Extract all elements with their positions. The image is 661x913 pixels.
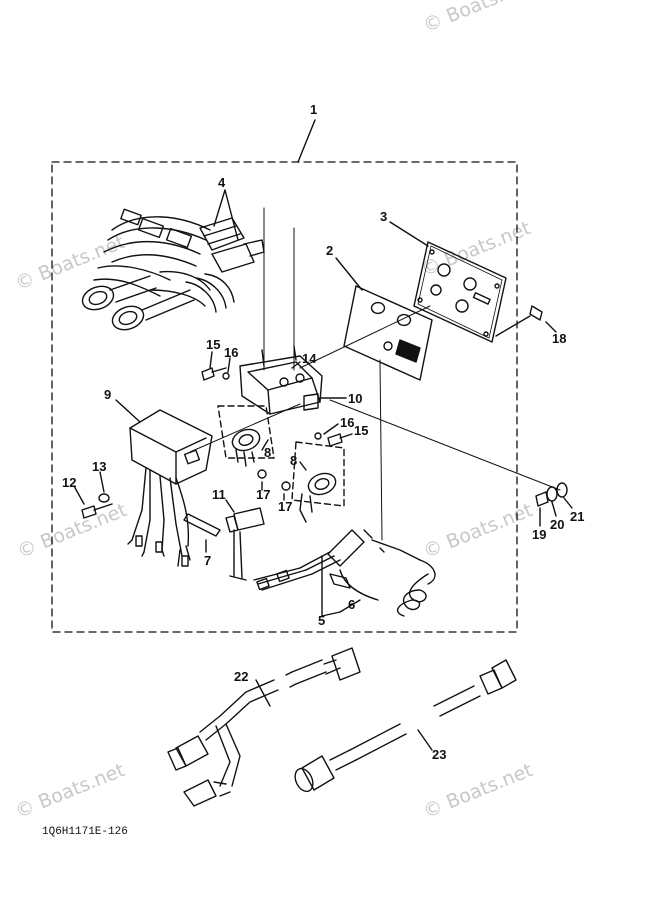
callout-17-lower: 17 [278,499,293,514]
bar-7 [183,513,221,537]
callout-20: 20 [550,517,565,532]
leader-4 [213,189,239,241]
callout-5: 5 [318,613,326,628]
leader-16 [227,357,231,373]
leader-20 [551,501,557,517]
callout-6: 6 [348,597,356,612]
leader-6 [339,599,361,613]
callout-16-left: 16 [224,345,239,360]
lanyard-6 [329,539,436,617]
leader-8b [299,461,307,471]
screw-12 [81,503,113,519]
callout-14: 14 [302,351,317,366]
callout-11: 11 [212,487,226,502]
plate-2 [343,285,433,381]
callout-17-upper: 17 [256,487,271,502]
leader-1 [297,119,316,163]
leader-22 [255,679,271,707]
leader-2 [335,257,363,291]
callout-12: 12 [62,475,77,490]
switch-8-upper [217,405,275,467]
leader-12 [73,485,85,505]
screw-18 [495,305,543,337]
callout-2: 2 [326,243,334,258]
leader-3 [389,221,429,247]
washer-13 [98,493,110,503]
screw-15-right [327,433,353,447]
switch-8-lower [291,441,345,523]
leader-18 [545,321,557,333]
washer-16-right [314,432,322,440]
washer-21 [556,482,568,498]
callout-7: 7 [204,553,212,568]
wire-harness-4 [81,208,265,331]
leader-15 [209,351,213,369]
cable-22 [167,647,361,807]
leader-13 [99,471,105,493]
callout-23: 23 [432,747,447,762]
leader-11 [225,499,235,513]
callout-4: 4 [218,175,226,190]
callout-8-upper: 8 [264,445,272,460]
leader-16r [323,423,339,435]
part-11 [225,507,265,581]
washer-17-lower [281,481,291,491]
callout-13: 13 [92,459,107,474]
harness-5 [253,529,373,591]
leader-8 [261,439,269,451]
callout-21: 21 [570,509,585,524]
callout-1: 1 [310,102,318,117]
callout-22: 22 [234,669,249,684]
leader-21 [563,497,573,509]
callout-10: 10 [348,391,363,406]
callout-3: 3 [380,209,388,224]
callout-15-left: 15 [206,337,221,352]
diagram-code: 1Q6H1171E-126 [42,826,128,838]
control-unit-9 [127,409,213,567]
leader-14 [291,361,301,369]
leader-5b [321,611,341,617]
callout-18: 18 [552,331,567,346]
leader-23 [417,729,433,751]
nut-19 [535,491,549,507]
cable-23 [294,659,517,793]
callout-8-lower: 8 [290,453,298,468]
plate-3 [413,241,507,343]
screw-15-left [201,367,227,381]
callout-19: 19 [532,527,547,542]
bracket-10 [239,345,323,415]
leader-9 [115,399,141,423]
washer-20 [546,486,558,502]
washer-17-upper [257,469,267,479]
callout-16-right: 16 [340,415,355,430]
washer-16-left [222,372,230,380]
callout-9: 9 [104,387,112,402]
callout-15-right: 15 [354,423,369,438]
